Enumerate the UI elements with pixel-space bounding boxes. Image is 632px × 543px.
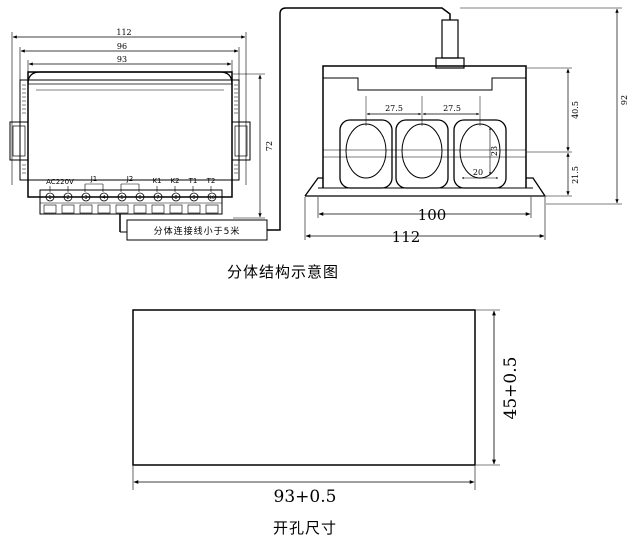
sensor-plug-stem <box>441 19 459 59</box>
terminal-circle <box>63 192 73 202</box>
terminal-circle <box>171 192 181 202</box>
terminal-circle <box>99 192 109 202</box>
control-unit-view <box>9 7 451 241</box>
terminal-circle <box>117 192 127 202</box>
terminal-number: 6 <box>138 195 141 201</box>
terminal-numbers: 1 2 3 4 5 6 7 8 9 10 <box>48 195 215 201</box>
terminal-labels: AC220V J1 J2 K1 K2 T1 T2 <box>46 175 215 186</box>
dim-label-112-top: 112 <box>116 28 131 37</box>
terminal-circle <box>189 192 199 202</box>
dim-label-100: 100 <box>418 206 447 224</box>
terminal-slots <box>43 204 219 214</box>
terminal-label-j2: J2 <box>126 175 134 183</box>
terminal-number: 3 <box>84 195 87 201</box>
terminal-circle <box>153 192 163 202</box>
caption-cutout-size: 开孔尺寸 <box>273 519 337 537</box>
terminal-label-ac220v: AC220V <box>46 178 74 186</box>
cable-length-note: 分体连接线小于5米 <box>154 225 241 237</box>
sensor-body-outline <box>322 65 527 188</box>
terminal-number: 10 <box>209 195 215 201</box>
terminal-label-k1: K1 <box>152 177 161 185</box>
terminal-number: 9 <box>192 195 195 201</box>
dim-label-27-5-b: 27.5 <box>443 104 461 113</box>
sensor-plug-base <box>435 57 465 69</box>
terminal-number: 4 <box>102 195 105 201</box>
terminal-label-j1: J1 <box>90 175 98 183</box>
dim-label-hole-w: 20 <box>473 168 483 177</box>
terminal-number: 1 <box>48 195 51 201</box>
terminal-number: 8 <box>174 195 177 201</box>
unit-flange <box>19 79 240 181</box>
terminal-circle <box>45 192 55 202</box>
terminal-circle <box>135 192 145 202</box>
terminal-label-t1: T1 <box>188 177 198 185</box>
caption-split-structure: 分体结构示意图 <box>227 263 339 281</box>
dim-label-27-5-a: 27.5 <box>385 104 403 113</box>
terminal-label-k2: K2 <box>170 177 179 185</box>
dim-label-96: 96 <box>117 42 127 51</box>
terminal-circle <box>207 192 217 202</box>
dim-label-72: 72 <box>265 141 274 151</box>
dim-label-112-bottom: 112 <box>392 228 421 246</box>
dim-label-92: 92 <box>620 95 629 105</box>
terminal-block <box>39 189 223 215</box>
sensor-base <box>304 177 547 197</box>
left-latch <box>9 121 29 161</box>
right-latch <box>231 121 251 161</box>
dim-label-hole-h: 23 <box>490 146 499 156</box>
dim-label-cutout-width: 93+0.5 <box>274 487 337 507</box>
cutout-rectangle <box>132 309 476 466</box>
terminal-label-t2: T2 <box>206 177 216 185</box>
terminal-number: 5 <box>120 195 123 201</box>
dim-label-93: 93 <box>117 55 127 64</box>
sensor-view <box>304 7 622 240</box>
dim-label-cutout-height: 45+0.5 <box>501 357 521 420</box>
dim-label-40-5: 40.5 <box>571 101 580 119</box>
terminal-pins <box>49 183 212 192</box>
terminal-number: 2 <box>66 195 69 201</box>
split-connection-cable <box>267 7 451 231</box>
panel-cutout-drawing <box>132 309 500 490</box>
terminal-number: 7 <box>156 195 159 201</box>
terminal-circle <box>81 192 91 202</box>
dim-label-21-5: 21.5 <box>571 166 580 184</box>
